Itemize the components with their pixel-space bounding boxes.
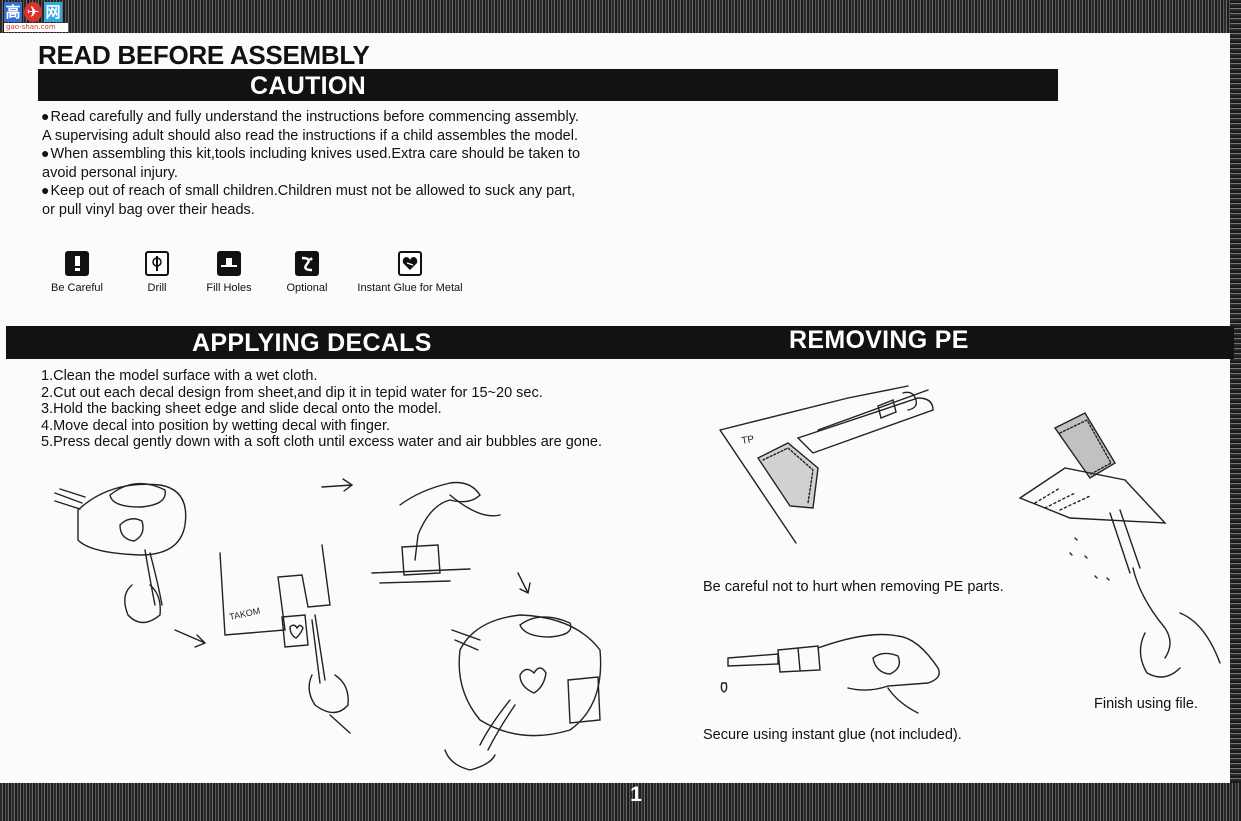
- list-item: 2.Cut out each decal design from sheet,a…: [41, 384, 543, 401]
- legend-item-drill: Drill: [134, 251, 180, 294]
- fill-holes-icon: [217, 251, 241, 276]
- page-number: 1: [630, 783, 642, 806]
- caution-line: A supervising adult should also read the…: [42, 127, 578, 144]
- bottom-border-stripe: [0, 783, 1241, 821]
- drill-icon: [145, 251, 169, 276]
- top-border-stripe: [0, 0, 1241, 33]
- pe-glue-illustration: [718, 618, 958, 718]
- list-item: 3.Hold the backing sheet edge and slide …: [41, 401, 442, 418]
- removing-pe-heading: REMOVING PE: [789, 326, 969, 354]
- takom-sheet-label: TAKOM: [228, 606, 261, 622]
- caution-text: ●Read carefully and fully understand the…: [41, 108, 611, 219]
- pe-removal-illustration: TP: [718, 378, 958, 548]
- watermark-logo: 高 ✈ 网 gao-shan.com: [4, 2, 68, 36]
- watermark-glyph: 高: [4, 2, 22, 22]
- pe-file-illustration: [1015, 408, 1230, 688]
- decal-illustration: TAKOM: [50, 465, 630, 780]
- caution-line: ●Read carefully and fully understand the…: [41, 108, 579, 125]
- pe-fret-label: TP: [741, 434, 756, 447]
- legend-item-optional: Optional: [282, 251, 332, 294]
- caution-line: avoid personal injury.: [42, 164, 178, 181]
- legend-label: Optional: [286, 282, 328, 294]
- caution-line: or pull vinyl bag over their heads.: [42, 201, 255, 218]
- legend-label: Instant Glue for Metal: [357, 282, 463, 294]
- glue-metal-icon: [398, 251, 422, 276]
- pe-caption-careful: Be careful not to hurt when removing PE …: [703, 579, 1004, 595]
- caution-line: ●Keep out of reach of small children.Chi…: [41, 182, 576, 199]
- section-bar: APPLYING DECALS REMOVING PE: [6, 326, 1234, 359]
- legend-label: Be Careful: [51, 282, 103, 294]
- decal-steps-list: 1.Clean the model surface with a wet clo…: [41, 368, 641, 451]
- watermark-glyph: 网: [44, 2, 62, 22]
- list-item: 4.Move decal into position by wetting de…: [41, 417, 391, 434]
- list-item: 5.Press decal gently down with a soft cl…: [41, 434, 602, 451]
- caution-bar: CAUTION: [38, 69, 1058, 101]
- decals-heading: APPLYING DECALS: [192, 329, 432, 357]
- right-border-stripe: [1230, 0, 1241, 821]
- caution-line: ●When assembling this kit,tools includin…: [41, 145, 581, 162]
- exclamation-icon: [65, 251, 89, 276]
- legend-label: Fill Holes: [206, 282, 252, 294]
- caution-heading: CAUTION: [250, 72, 366, 100]
- legend-item-fill-holes: Fill Holes: [203, 251, 255, 294]
- list-item: 1.Clean the model surface with a wet clo…: [41, 368, 318, 384]
- page-title: READ BEFORE ASSEMBLY: [38, 40, 370, 70]
- watermark-glyph: ✈: [24, 2, 42, 22]
- optional-icon: [295, 251, 319, 276]
- watermark-url: gao-shan.com: [4, 23, 68, 32]
- pe-caption-glue: Secure using instant glue (not included)…: [703, 727, 962, 743]
- pe-caption-file: Finish using file.: [1094, 696, 1198, 712]
- legend-label: Drill: [147, 282, 167, 294]
- legend-item-be-careful: Be Careful: [48, 251, 106, 294]
- legend-item-instant-glue-metal: Instant Glue for Metal: [352, 251, 468, 294]
- symbol-legend: Be Careful Drill Fill Holes Optional Ins…: [0, 251, 520, 301]
